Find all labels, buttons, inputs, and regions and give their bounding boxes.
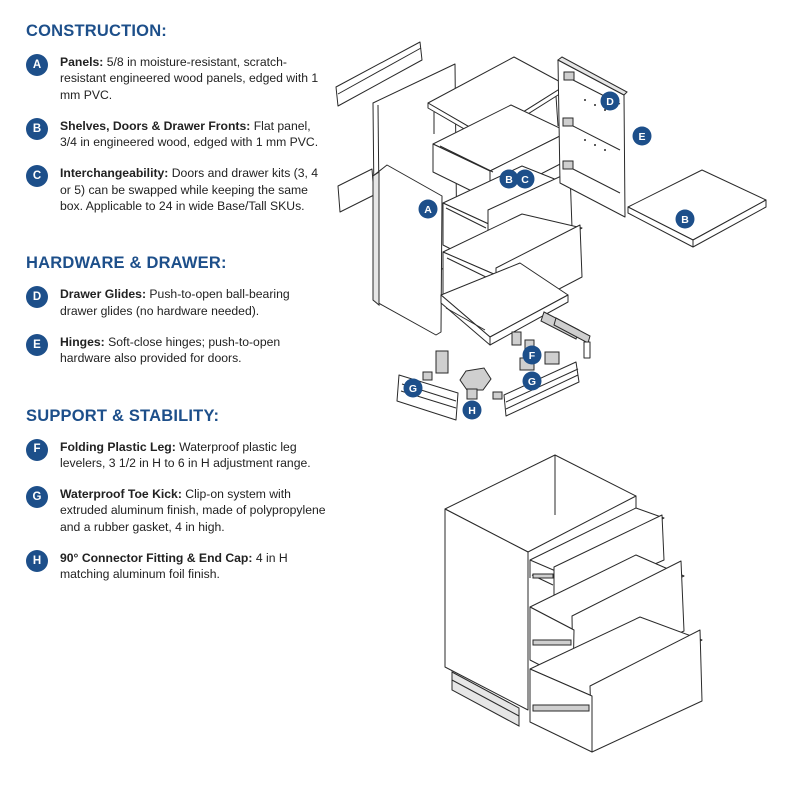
badge-g: G bbox=[26, 486, 48, 509]
spec-item-connector: H 90° Connector Fitting & End Cap: 4 in … bbox=[26, 550, 326, 583]
section-support: SUPPORT & STABILITY: F Folding Plastic L… bbox=[26, 407, 326, 583]
diagram-badge-g2: G bbox=[522, 371, 542, 391]
section-construction: CONSTRUCTION: A Panels: 5/8 in moisture-… bbox=[26, 22, 326, 214]
diagram-badge-h: H bbox=[462, 400, 482, 420]
spec-label: Waterproof Toe Kick: bbox=[60, 487, 182, 502]
side-panel-left bbox=[372, 164, 443, 336]
spec-label: Interchangeability: bbox=[60, 166, 169, 181]
diagram-badge-b1: B bbox=[499, 169, 519, 189]
badge-h-label: H bbox=[468, 405, 476, 417]
section-title-construction: CONSTRUCTION: bbox=[26, 22, 168, 40]
badge-c-label: C bbox=[521, 174, 529, 186]
spec-label: Hinges: bbox=[60, 334, 105, 349]
badge-h: H bbox=[26, 550, 48, 573]
spec-text: 4 in H matching aluminum foil finish. bbox=[60, 551, 288, 582]
section-title-support: SUPPORT & STABILITY: bbox=[26, 406, 220, 425]
spec-label: Drawer Glides: bbox=[60, 287, 147, 302]
shelf-panel bbox=[627, 169, 767, 248]
badge-b: B bbox=[26, 117, 48, 140]
badge-f-label: F bbox=[529, 350, 536, 362]
spec-item-toe-kick: G Waterproof Toe Kick: Clip-on system wi… bbox=[26, 486, 326, 535]
diagram-badge-b2: B bbox=[675, 209, 695, 229]
spec-item-hinges: E Hinges: Soft-close hinges; push-to-ope… bbox=[26, 333, 326, 367]
back-rail-panel bbox=[335, 41, 423, 107]
diagram-badge-d: D bbox=[600, 91, 620, 111]
section-hardware: HARDWARE & DRAWER: D Drawer Glides: Push… bbox=[26, 254, 326, 366]
drawer-glide bbox=[540, 311, 591, 359]
spec-text-column: CONSTRUCTION: A Panels: 5/8 in moisture-… bbox=[26, 22, 326, 583]
diagram-badge-g1: G bbox=[403, 378, 423, 398]
spec-item-panels: A Panels: 5/8 in moisture-resistant, scr… bbox=[26, 54, 326, 103]
section-title-hardware: HARDWARE & DRAWER: bbox=[26, 254, 227, 273]
bottom-panel bbox=[440, 262, 569, 346]
badge-b1-label: B bbox=[505, 174, 513, 186]
badge-g1-label: G bbox=[409, 383, 417, 395]
badge-d: D bbox=[26, 286, 48, 309]
diagram-badge-e: E bbox=[632, 126, 652, 146]
assembled-cabinet bbox=[444, 454, 703, 753]
badge-c: C bbox=[26, 165, 48, 188]
spec-label: Shelves, Doors & Drawer Fronts: bbox=[60, 118, 251, 133]
spec-text: Waterproof plastic leg levelers, 3 1/2 i… bbox=[60, 439, 311, 470]
badge-a-label: A bbox=[424, 204, 432, 216]
spec-text: Doors and drawer kits (3, 4 or 5) can be… bbox=[60, 166, 319, 214]
badge-e-label: E bbox=[638, 131, 645, 143]
spec-label: Panels: bbox=[60, 55, 104, 69]
spec-item-interchangeability: C Interchangeability: Doors and drawer k… bbox=[26, 165, 326, 214]
spec-item-folding-leg: F Folding Plastic Leg: Waterproof plasti… bbox=[26, 438, 326, 472]
badge-g2-label: G bbox=[528, 376, 536, 388]
diagram-badge-f: F bbox=[522, 345, 542, 365]
spec-label: 90° Connector Fitting & End Cap: bbox=[60, 551, 253, 566]
diagram-badge-c: C bbox=[515, 169, 535, 189]
spec-text: Push-to-open ball-bearing drawer glides … bbox=[60, 287, 290, 318]
badge-d-label: D bbox=[606, 96, 614, 108]
spec-item-shelves: B Shelves, Doors & Drawer Fronts: Flat p… bbox=[26, 117, 326, 151]
spec-text: Clip-on system with extruded aluminum fi… bbox=[60, 487, 326, 534]
spec-label: Folding Plastic Leg: bbox=[60, 439, 176, 454]
badge-a: A bbox=[26, 54, 48, 76]
spec-item-drawer-glides: D Drawer Glides: Push-to-open ball-beari… bbox=[26, 286, 326, 319]
badge-f: F bbox=[26, 438, 48, 461]
badge-b2-label: B bbox=[681, 214, 689, 226]
spec-text: Flat panel, 3/4 in engineered wood, edge… bbox=[60, 118, 319, 150]
diagram-badge-a: A bbox=[418, 199, 438, 219]
leg-levelers bbox=[422, 331, 560, 400]
toe-kick-right bbox=[503, 361, 580, 417]
badge-e: E bbox=[26, 333, 48, 356]
spec-text: 5/8 in moisture-resistant, scratch-resis… bbox=[60, 55, 319, 102]
assembled-bottom-drawer bbox=[529, 616, 703, 753]
spec-text: Soft-close hinges; push-to-open hardware… bbox=[60, 334, 281, 366]
bottom-rail-panel bbox=[337, 168, 375, 213]
